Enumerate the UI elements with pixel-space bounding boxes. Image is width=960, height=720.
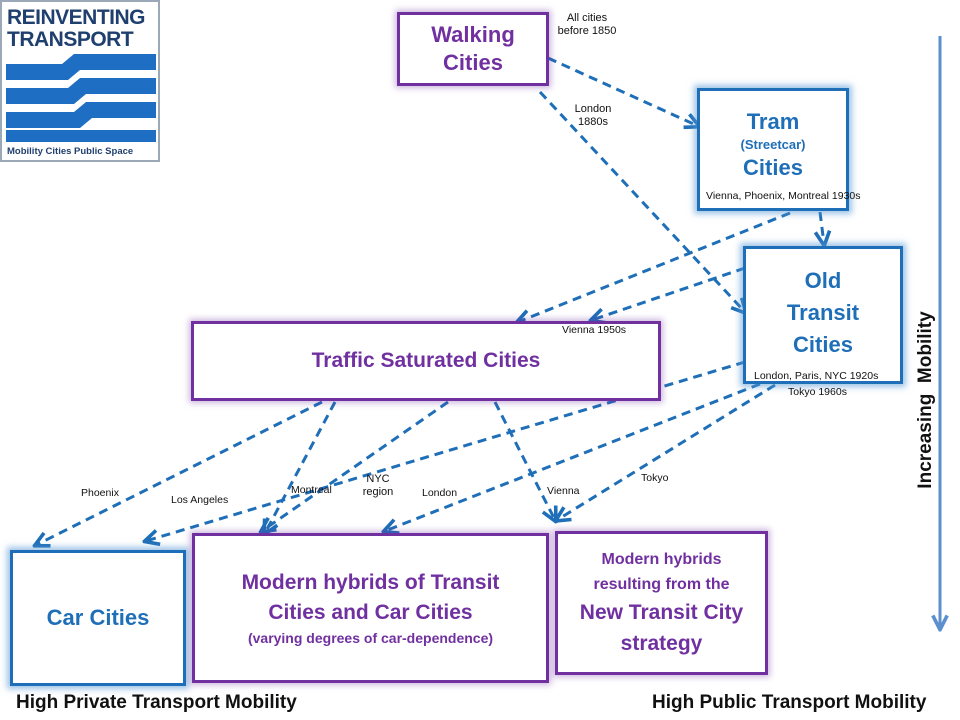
arrow-walking-to-old-transit — [538, 90, 745, 312]
logo-stripes-graphic — [6, 54, 156, 142]
arrow-old-transit-to-new-transit-tokyo — [557, 383, 776, 520]
arrow-tram-to-traffic-saturated — [518, 211, 791, 322]
arrow-traffic-to-hybrid-nyc — [262, 400, 449, 531]
montreal-arrow-label: Montreal — [291, 484, 332, 496]
new-transit-line3: New Transit City — [579, 601, 744, 624]
traffic-saturated-label: Traffic Saturated Cities — [311, 349, 541, 372]
logo-title-line1: REINVENTING — [7, 6, 146, 29]
old-transit-cities-box: Old Transit Cities — [743, 246, 903, 384]
tram-cities-list: Vienna, Phoenix, Montreal 1930s — [706, 190, 861, 202]
logo-title-line2: TRANSPORT — [7, 28, 134, 51]
london-1880s-label: London 1880s — [574, 103, 612, 128]
walking-cities-line2: Cities — [443, 50, 503, 75]
vienna-1950s-label: Vienna 1950s — [562, 324, 627, 336]
increasing-mobility-label: Increasing Mobility — [915, 311, 936, 489]
new-transit-city-box: Modern hybrids resulting from the New Tr… — [555, 531, 768, 675]
traffic-saturated-cities-box: Traffic Saturated Cities — [191, 321, 661, 401]
tram-cities-line3: Cities — [743, 155, 803, 180]
modern-hybrids-box: Modern hybrids of Transit Cities and Car… — [192, 533, 549, 683]
modern-hybrids-line3: (varying degrees of car-dependence) — [247, 630, 494, 646]
tokyo-arrow-label: Tokyo — [641, 472, 669, 484]
modern-hybrids-line1: Modern hybrids of Transit — [241, 571, 500, 594]
london-arrow-label: London — [422, 487, 458, 499]
tram-cities-line2: (Streetcar) — [740, 137, 806, 152]
arrow-old-transit-to-traffic-saturated — [592, 266, 746, 320]
arrow-old-transit-to-hybrid-london — [385, 382, 761, 531]
tram-cities-box: Tram (Streetcar) Cities — [697, 88, 849, 211]
arrow-traffic-to-car-phoenix — [36, 400, 323, 545]
old-transit-line2: Transit — [786, 300, 860, 325]
los-angeles-arrow-label: Los Angeles — [171, 494, 229, 506]
old-transit-cities-list: London, Paris, NYC 1920s — [754, 370, 879, 382]
nyc-region-arrow-label: NYC region — [362, 473, 394, 498]
arrow-traffic-to-hybrid-montreal — [265, 401, 337, 533]
reinventing-transport-logo: REINVENTING TRANSPORT Mobility Cities Pu… — [0, 0, 160, 162]
tokyo-1960s-label: Tokyo 1960s — [788, 386, 847, 398]
car-cities-label: Car Cities — [46, 605, 150, 630]
arrow-tram-to-old-transit — [820, 211, 824, 244]
all-cities-before-1850-label: All cities before 1850 — [557, 12, 617, 37]
high-private-transport-mobility-label: High Private Transport Mobility — [16, 692, 297, 713]
new-transit-line4: strategy — [620, 632, 703, 655]
logo-subtitle: Mobility Cities Public Space — [7, 146, 134, 157]
old-transit-line1: Old — [804, 268, 842, 293]
new-transit-line2: resulting from the — [593, 576, 730, 593]
new-transit-line1: Modern hybrids — [601, 551, 722, 568]
arrow-walking-to-tram — [547, 56, 698, 126]
walking-cities-box: Walking Cities — [397, 12, 549, 86]
logo-title: REINVENTING TRANSPORT — [7, 7, 157, 51]
tram-cities-line1: Tram — [746, 109, 800, 134]
modern-hybrids-line2: Cities and Car Cities — [268, 601, 473, 624]
old-transit-line3: Cities — [793, 332, 853, 357]
phoenix-arrow-label: Phoenix — [81, 487, 119, 499]
high-public-transport-mobility-label: High Public Transport Mobility — [652, 692, 927, 713]
arrow-traffic-to-new-transit-vienna — [493, 401, 555, 520]
walking-cities-line1: Walking — [431, 22, 515, 47]
vienna-arrow-label: Vienna — [547, 485, 580, 497]
car-cities-box: Car Cities — [10, 550, 186, 686]
